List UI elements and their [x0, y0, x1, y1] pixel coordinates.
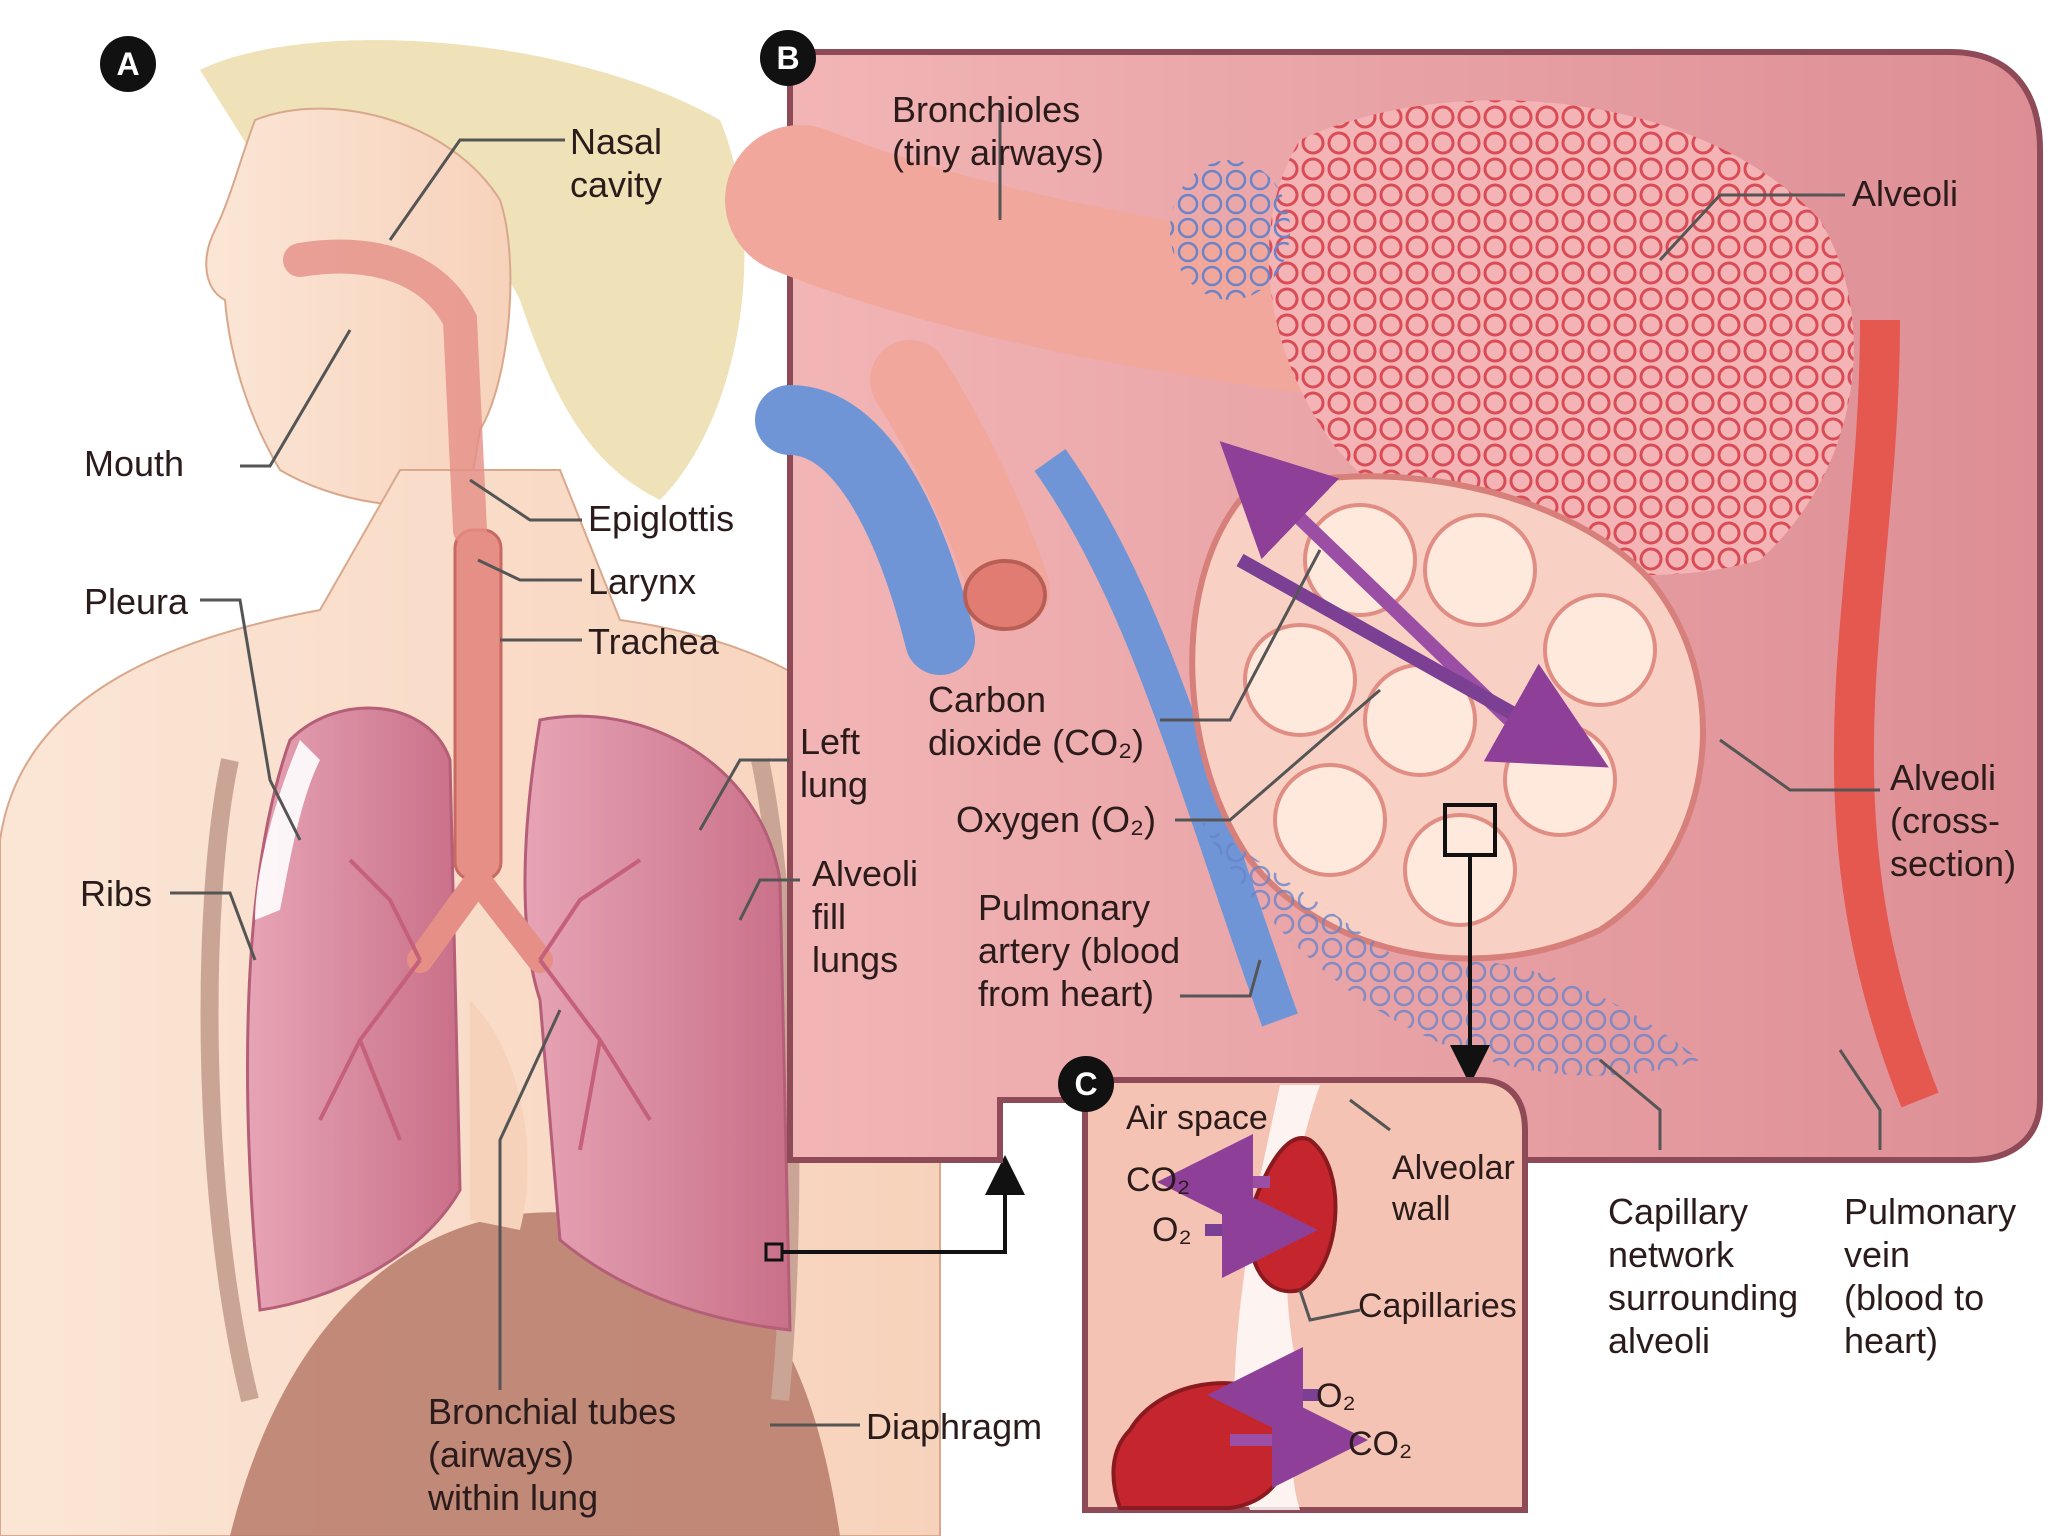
panel-a-badge: A [100, 36, 156, 92]
label-ribs: Ribs [80, 873, 153, 914]
label-capillaries: Capillaries [1358, 1287, 1517, 1325]
label-trachea: Trachea [588, 621, 719, 662]
label-co2-out-top: CO₂ [1126, 1161, 1191, 1199]
label-mouth: Mouth [84, 443, 185, 484]
label-oxygen: Oxygen (O₂) [956, 799, 1157, 840]
label-nasal-cavity: Nasal cavity [570, 121, 663, 205]
panel-b-art [725, 49, 2043, 1163]
label-o2-in-top: O₂ [1152, 1211, 1192, 1249]
label-carbon-dioxide: Carbon dioxide (CO₂) [928, 679, 1145, 763]
pulmonary-artery-vessel [755, 385, 975, 675]
o2-arrow [1236, 553, 1609, 768]
label-alveoli-cross-section: Alveoli (cross- section) [1890, 757, 2017, 884]
right-lung [246, 706, 462, 1312]
label-co2-out-bottom: CO₂ [1348, 1425, 1413, 1463]
label-diaphragm: Diaphragm [866, 1406, 1043, 1447]
airway [283, 239, 487, 547]
label-left-lung: Left lung [800, 721, 869, 805]
bronchial-tree [318, 858, 652, 1151]
hair [200, 40, 745, 500]
pleura-shape [255, 740, 320, 920]
label-alveoli: Alveoli [1852, 173, 1959, 214]
label-bronchial-tubes: Bronchial tubes (airways) within lung [428, 1391, 677, 1518]
label-alveoli-fill-lungs: Alveoli fill lungs [812, 853, 919, 980]
label-air-space: Air space [1126, 1099, 1268, 1137]
trachea-shape [453, 528, 503, 882]
label-larynx: Larynx [588, 561, 697, 602]
pulmonary-vein-vessel [1833, 319, 1939, 1108]
panel-a-figure [0, 40, 1025, 1536]
label-pleura: Pleura [84, 581, 189, 622]
label-epiglottis: Epiglottis [588, 498, 735, 539]
left-lung [523, 714, 792, 1332]
panel-c-badge: C [1058, 1056, 1114, 1112]
label-bronchioles: Bronchioles (tiny airways) [892, 89, 1105, 173]
panel-b-badge: B [760, 30, 816, 86]
label-pulmonary-vein: Pulmonary vein (blood to heart) [1844, 1191, 2017, 1361]
panel-c-art [1082, 1077, 1528, 1513]
head [205, 107, 512, 506]
callout-lines [170, 110, 1882, 1427]
label-capillary-network: Capillary network surrounding alveoli [1608, 1191, 1799, 1361]
label-alveolar-wall: Alveolar wall [1392, 1149, 1515, 1228]
ribs-shape [200, 758, 259, 1403]
label-o2-in-bottom: O₂ [1316, 1377, 1356, 1415]
label-pulmonary-artery: Pulmonary artery (blood from heart) [978, 887, 1181, 1014]
